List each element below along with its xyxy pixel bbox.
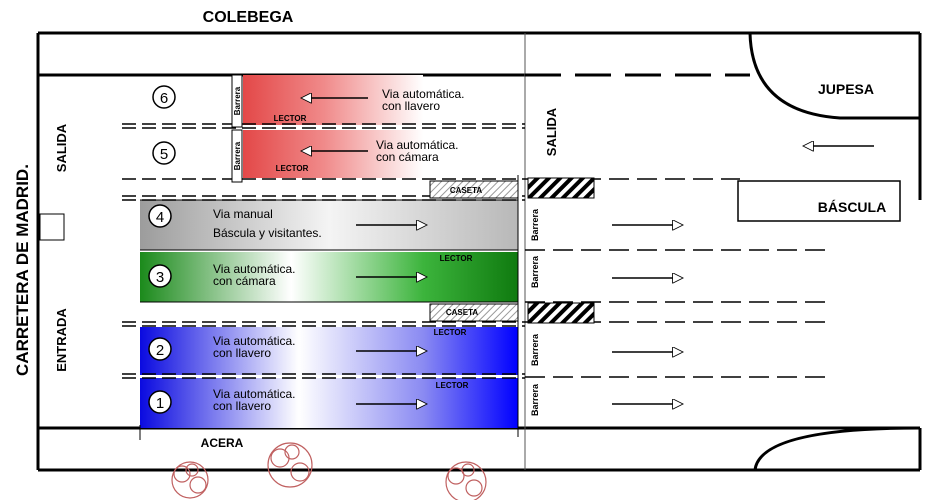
direction-arrows	[302, 98, 874, 404]
bascula-box	[737, 180, 901, 222]
lane-3-line2: con cámara	[213, 274, 276, 288]
tree-2-icon	[267, 442, 313, 488]
lane-1-line2: con llavero	[213, 399, 271, 413]
svg-text:5: 5	[160, 146, 168, 163]
lane-2-line2: con llavero	[213, 346, 271, 360]
salida-left-label: SALIDA	[54, 123, 69, 172]
lector-label-lane-1: LECTOR	[436, 381, 469, 390]
hatched-island-bottom	[527, 302, 595, 324]
lane-6-number: 6	[152, 85, 176, 109]
lane-5-line1: Via automática.	[376, 138, 459, 152]
lane-4-number: 4	[148, 204, 172, 228]
caseta-label-bottom: CASETA	[446, 308, 479, 317]
lector-label-lane-3: LECTOR	[440, 254, 473, 263]
barrier-label-lane-2: Barrera	[530, 333, 540, 366]
tree-1-icon	[171, 461, 209, 499]
left-road-label: CARRETERA DE MADRID.	[13, 164, 32, 376]
lane-3-fill	[140, 252, 518, 302]
salida-right-label: SALIDA	[544, 107, 559, 156]
lane-6-fill	[243, 75, 423, 125]
lector-label-lane-5: LECTOR	[276, 164, 309, 173]
bascula-label: BÁSCULA	[818, 199, 886, 215]
left-entrance-box	[39, 213, 65, 241]
svg-text:1: 1	[156, 395, 164, 412]
svg-text:6: 6	[160, 90, 168, 107]
barrier-post-lane-5	[231, 129, 243, 183]
lane-dividers	[122, 123, 525, 379]
lector-label-lane-2: LECTOR	[434, 328, 467, 337]
lane-4-line2: Báscula y visitantes.	[213, 226, 322, 240]
barrier-label-lane-6: Barrera	[233, 86, 242, 115]
lane-6-line1: Via automática.	[382, 87, 465, 101]
lane-5-line2: con cámara	[376, 150, 439, 164]
lane-2-line1: Via automática.	[213, 334, 296, 348]
barrier-label-lane-1: Barrera	[530, 383, 540, 416]
barrier-label-lane-3: Barrera	[530, 255, 540, 288]
lane-1-number: 1	[148, 390, 172, 414]
top-road-label: COLEBEGA	[203, 9, 294, 26]
lane-5-number: 5	[152, 141, 176, 165]
acera-label: ACERA	[201, 436, 244, 450]
tree-3-icon	[445, 461, 487, 500]
entrada-label: ENTRADA	[54, 308, 69, 372]
barrier-post-lane-6	[231, 74, 243, 128]
lane-2-number: 2	[148, 337, 172, 361]
svg-text:3: 3	[156, 269, 164, 286]
lane-1-line1: Via automática.	[213, 387, 296, 401]
jupesa-label: JUPESA	[818, 81, 874, 97]
lane-4-fill	[140, 200, 518, 250]
barrier-label-lane-4: Barrera	[530, 208, 540, 241]
caseta-label-top: CASETA	[450, 186, 483, 195]
lane-3-number: 3	[148, 264, 172, 288]
lane-3-line1: Via automática.	[213, 262, 296, 276]
lane-5-fill	[243, 130, 423, 178]
svg-text:4: 4	[156, 209, 164, 226]
lane-4-line1: Via manual	[213, 207, 273, 221]
lane-2-fill	[140, 327, 518, 375]
lane-1-fill	[140, 378, 518, 428]
svg-text:2: 2	[156, 342, 164, 359]
hatched-island-top	[527, 177, 595, 199]
barrier-label-lane-5: Barrera	[233, 141, 242, 170]
lector-label-lane-6: LECTOR	[274, 114, 307, 123]
lane-6-line2: con llavero	[382, 99, 440, 113]
